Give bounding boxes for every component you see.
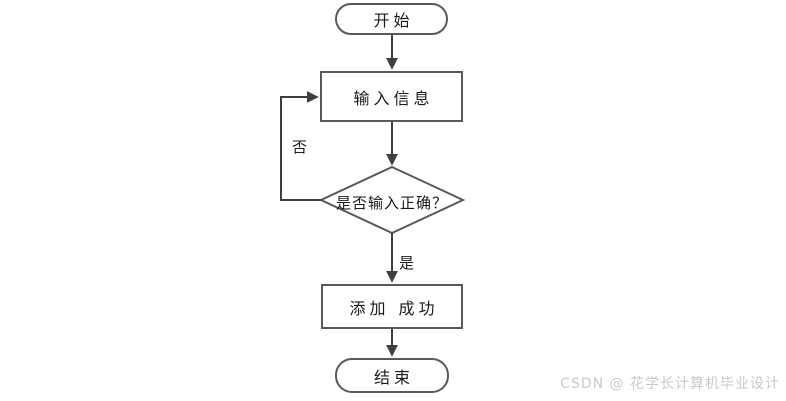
process-success-label: 添加 成功 [349,298,439,318]
process-success-node: 添加 成功 [321,284,463,329]
start-node: 开始 [335,3,448,35]
edge-label-yes: 是 [399,254,415,272]
edge-decision-to-input-no [280,91,321,201]
process-input-node: 输入信息 [320,71,463,122]
start-node-label: 开始 [373,11,414,30]
end-node: 结束 [335,358,449,393]
edge-label-no: 否 [292,138,308,156]
process-input-label: 输入信息 [353,88,434,108]
csdn-watermark: CSDN @ 花学长计算机毕业设计 [560,376,780,392]
end-node-label: 结束 [373,367,414,387]
decision-node-label: 是否输入正确？ [335,194,448,212]
